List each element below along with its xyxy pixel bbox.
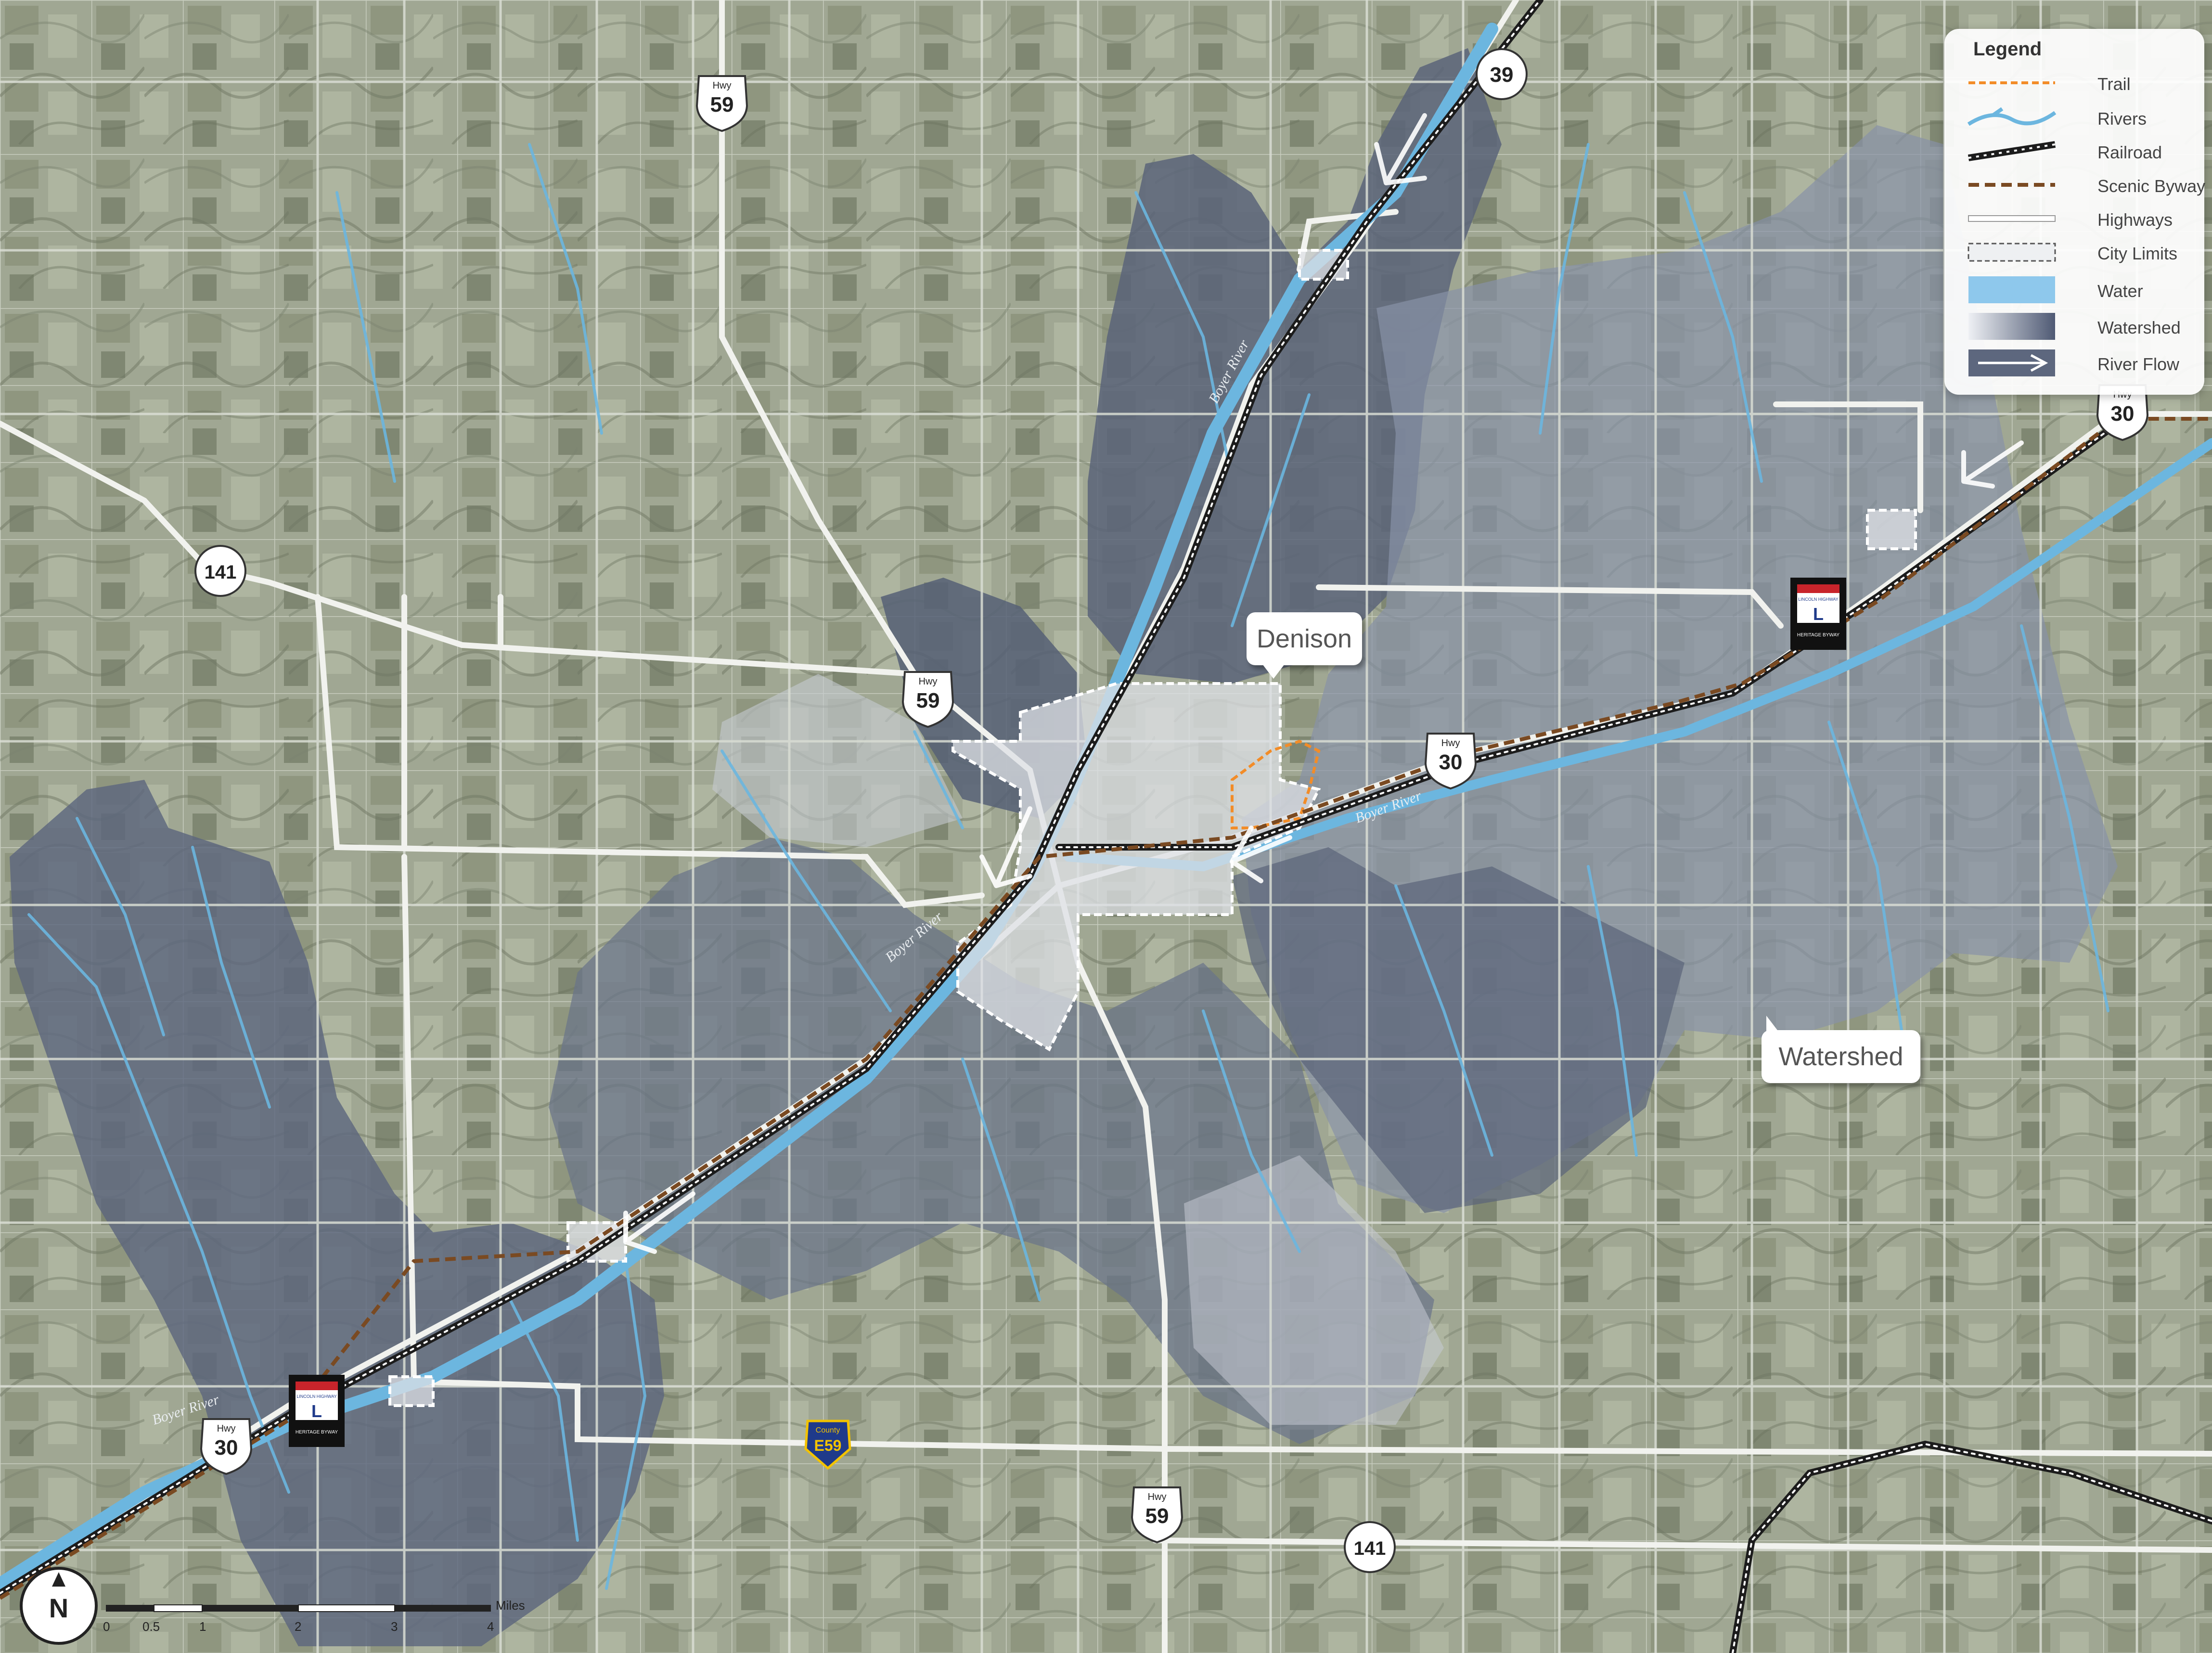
- trail-loop: [1231, 739, 1321, 829]
- legend-label-city-limits: City Limits: [2097, 244, 2178, 263]
- scale-tick-3: 3: [391, 1619, 398, 1634]
- state-39-shield: 39: [1476, 48, 1528, 100]
- highways-symbol: [1968, 215, 2056, 222]
- state-141-shield-bottom: 141: [1344, 1521, 1396, 1573]
- svg-text:59: 59: [1145, 1504, 1169, 1528]
- legend-row-watershed: Watershed: [1964, 311, 2195, 342]
- us-hwy-30-shield-center: Hwy 30: [1424, 733, 1477, 790]
- city-limits: [388, 249, 1917, 1407]
- svg-text:HERITAGE BYWAY: HERITAGE BYWAY: [296, 1430, 338, 1435]
- us-hwy-30-shield-left: Hwy 30: [200, 1418, 253, 1475]
- denison-label: Denison: [1256, 624, 1352, 653]
- legend-row-railroad: Railroad: [1964, 136, 2195, 167]
- svg-text:Hwy: Hwy: [217, 1423, 236, 1434]
- east-connector-road: [1316, 401, 1923, 629]
- legend-title: Legend: [1973, 39, 2042, 60]
- hwy141-south-road: [1152, 1537, 2212, 1553]
- north-arrow-label: N: [49, 1593, 68, 1623]
- byway-sign-west: LINCOLN HIGHWAY L HERITAGE BYWAY: [289, 1375, 345, 1447]
- svg-text:L: L: [311, 1401, 322, 1421]
- legend-label-water: Water: [2097, 281, 2143, 301]
- legend-row-city-limits: City Limits: [1964, 237, 2195, 268]
- hwy-west-road: [315, 594, 985, 908]
- city-limits-symbol: [1968, 243, 2056, 262]
- us-hwy-59-shield-mid: Hwy 59: [901, 671, 954, 728]
- legend-row-scenic-byway: Scenic Byway: [1964, 169, 2205, 200]
- scale-tick-0: 0: [103, 1619, 110, 1634]
- denison-city-limits: [952, 682, 1321, 1052]
- svg-text:30: 30: [1439, 750, 1463, 774]
- denison-callout-tail: [1261, 662, 1286, 679]
- scale-unit: Miles: [496, 1598, 525, 1613]
- svg-text:141: 141: [1354, 1538, 1386, 1559]
- state-141-shield-left: 141: [194, 545, 246, 597]
- us-hwy-59-shield-top: Hwy 59: [695, 75, 748, 132]
- scale-tick-2: 2: [295, 1619, 301, 1634]
- scenic-byway-symbol: [1968, 183, 2055, 187]
- legend-row-highways: Highways: [1964, 203, 2195, 234]
- scenic-byway: [0, 417, 2212, 1600]
- scale-bar: 0 0.5 1 2 3 4 Miles: [103, 1598, 525, 1634]
- svg-text:141: 141: [205, 562, 237, 583]
- svg-text:39: 39: [1490, 63, 1514, 87]
- byway-sign-east: LINCOLN HIGHWAY L HERITAGE BYWAY: [1790, 578, 1846, 650]
- legend-row-water: Water: [1964, 274, 2195, 305]
- scale-tick-4: 4: [487, 1619, 494, 1634]
- rivers-symbol: [1967, 107, 2057, 126]
- svg-text:30: 30: [215, 1436, 238, 1459]
- watershed-east-dark: [1232, 847, 1685, 1213]
- legend-row-river-flow: River Flow: [1964, 348, 2195, 378]
- legend-row-trail: Trail: [1964, 67, 2195, 98]
- svg-text:L: L: [1813, 604, 1824, 624]
- scale-tick-1: 1: [199, 1619, 206, 1634]
- svg-text:59: 59: [916, 689, 940, 712]
- us-hwy-59-shield-bottom: Hwy 59: [1131, 1486, 1183, 1544]
- river-flow-symbol: [1968, 349, 2055, 376]
- town-east-limits: [1866, 509, 1917, 550]
- legend-label-highways: Highways: [2097, 210, 2173, 230]
- legend-panel: Legend Trail Rivers Railroad Scenic Bywa…: [1944, 29, 2205, 395]
- legend-row-rivers: Rivers: [1964, 102, 2195, 133]
- watershed-callout: Watershed: [1762, 1016, 1920, 1083]
- svg-text:County: County: [816, 1426, 840, 1434]
- svg-text:59: 59: [710, 93, 734, 116]
- legend-label-river-flow: River Flow: [2097, 354, 2180, 374]
- watershed-areas: [10, 48, 2118, 1646]
- river-flow-arrows: [623, 113, 2024, 1254]
- state-shields: 39 141 141: [194, 48, 1528, 1573]
- scale-tick-0-5: 0.5: [142, 1619, 160, 1634]
- west-connector-road: [401, 594, 417, 1384]
- railroad-symbol: [1968, 141, 2056, 161]
- svg-text:E59: E59: [814, 1437, 842, 1454]
- town-west-limits: [566, 1221, 627, 1263]
- watershed-label: Watershed: [1778, 1042, 1903, 1071]
- watershed-symbol: [1968, 313, 2055, 340]
- svg-text:HERITAGE BYWAY: HERITAGE BYWAY: [1797, 633, 1839, 638]
- county-e59-shield: County E59: [804, 1420, 851, 1470]
- svg-text:Hwy: Hwy: [713, 80, 732, 91]
- svg-text:LINCOLN HIGHWAY: LINCOLN HIGHWAY: [296, 1394, 337, 1399]
- svg-text:30: 30: [2111, 402, 2135, 426]
- watershed-callout-tail: [1766, 1016, 1779, 1032]
- legend-label-watershed: Watershed: [2097, 318, 2181, 337]
- legend-label-rivers: Rivers: [2097, 109, 2147, 129]
- legend-label-railroad: Railroad: [2097, 142, 2162, 162]
- svg-text:LINCOLN HIGHWAY: LINCOLN HIGHWAY: [1798, 597, 1839, 602]
- town-sw-limits: [388, 1375, 435, 1407]
- legend-label-scenic-byway: Scenic Byway: [2097, 176, 2206, 196]
- trail-symbol: [1968, 81, 2055, 84]
- svg-text:Hwy: Hwy: [919, 676, 938, 687]
- north-arrow: N: [20, 1567, 98, 1645]
- watershed-center-light: [712, 674, 963, 847]
- svg-text:Hwy: Hwy: [1441, 738, 1460, 749]
- legend-label-trail: Trail: [2097, 74, 2131, 94]
- county-e59-road: [411, 1379, 2212, 1457]
- water-symbol: [1968, 276, 2055, 303]
- svg-text:Hwy: Hwy: [1148, 1492, 1167, 1502]
- denison-callout: Denison: [1247, 612, 1362, 679]
